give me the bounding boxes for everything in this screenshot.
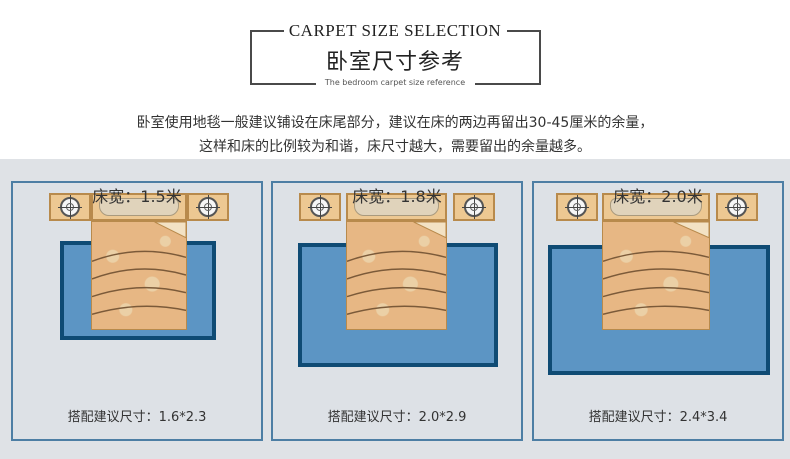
headboard [91,193,187,221]
bed-width-label: 床宽：1.8米 [352,187,442,206]
size-card-2: 床宽：1.8米 搭配建议尺寸：2.0*2.9 [271,181,523,441]
carpet-size-label: 搭配建议尺寸：2.4*3.4 [588,410,728,425]
pillow [354,198,439,216]
lamp-icon [462,195,486,219]
nightstand-left [299,193,341,221]
bed-width-label: 床宽：2.0米 [613,187,703,206]
nightstand-right [453,193,495,221]
lamp-icon [725,195,749,219]
lamp-icon [58,195,82,219]
carpet-size-label: 搭配建议尺寸：1.6*2.3 [67,410,207,425]
page-title: 卧室尺寸参考 [325,50,464,75]
title-english: CARPET SIZE SELECTION [288,21,502,40]
headboard [346,193,447,221]
bed-illustration [346,221,447,330]
bed-width-label: 床宽：1.5米 [92,187,182,206]
carpet-size-label: 搭配建议尺寸：2.0*2.9 [327,410,467,425]
description-line-1: 卧室使用地毯一般建议铺设在床尾部分，建议在床的两边再留出30-45厘米的余量， [136,115,654,131]
size-card-3: 床宽：2.0米 搭配建议尺寸：2.4*3.4 [532,181,784,441]
title-frame [250,30,541,85]
lamp-icon [308,195,332,219]
size-card-1: 床宽：1.5米 搭配建议尺寸：1.6*2.3 [11,181,263,441]
lamp-icon [196,195,220,219]
nightstand-right [716,193,758,221]
pillow [99,198,179,216]
bed-illustration [91,221,187,330]
description-line-2: 这样和床的比例较为和谐，床尺寸越大，需要留出的余量越多。 [199,139,591,155]
headboard [602,193,710,221]
nightstand-left [49,193,91,221]
bed-illustration [602,221,710,330]
title-subtitle: The bedroom carpet size reference [324,78,466,87]
nightstand-left [556,193,598,221]
nightstand-right [187,193,229,221]
lamp-icon [565,195,589,219]
pillow [610,198,702,216]
